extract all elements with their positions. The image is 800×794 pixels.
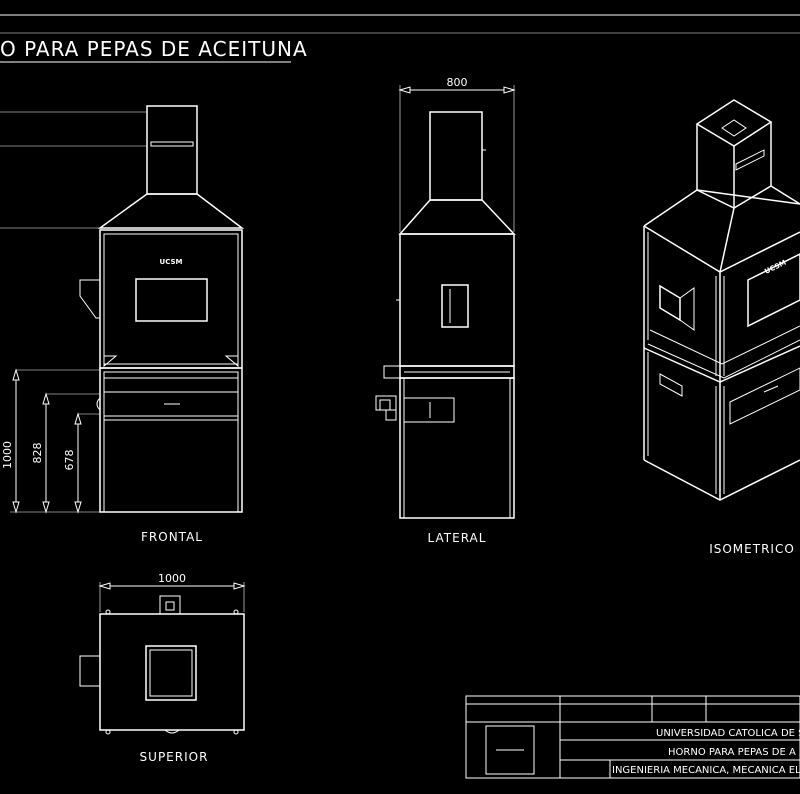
dimension-lateral-width: 800 [447, 76, 468, 89]
drawing-title: O PARA PEPAS DE ACEITUNA [0, 37, 308, 61]
dimension-height-low: 678 [63, 450, 76, 471]
dimension-height-total: 1000 [1, 441, 14, 469]
title-block [465, 695, 800, 779]
view-label-lateral: LATERAL [428, 531, 487, 545]
title-block-institution: UNIVERSIDAD CATOLICA DE SA [656, 728, 800, 739]
frontal-view: UCSM [0, 105, 245, 514]
title-block-school: INGENIERIA MECANICA, MECANICA ELECTR [612, 765, 800, 776]
view-label-frontal: FRONTAL [141, 530, 203, 544]
superior-view [79, 582, 246, 735]
view-label-superior: SUPERIOR [140, 750, 209, 764]
dimension-height-mid: 828 [31, 443, 44, 464]
dimension-superior-width: 1000 [158, 572, 186, 585]
isometric-view: UCSM [643, 99, 800, 501]
view-label-isometric: ISOMETRICO [709, 542, 795, 556]
title-block-project: HORNO PARA PEPAS DE A [668, 747, 796, 758]
lateral-view [375, 85, 516, 519]
frontal-brand-label: UCSM [160, 258, 183, 266]
isometric-brand-label: UCSM [763, 259, 787, 276]
